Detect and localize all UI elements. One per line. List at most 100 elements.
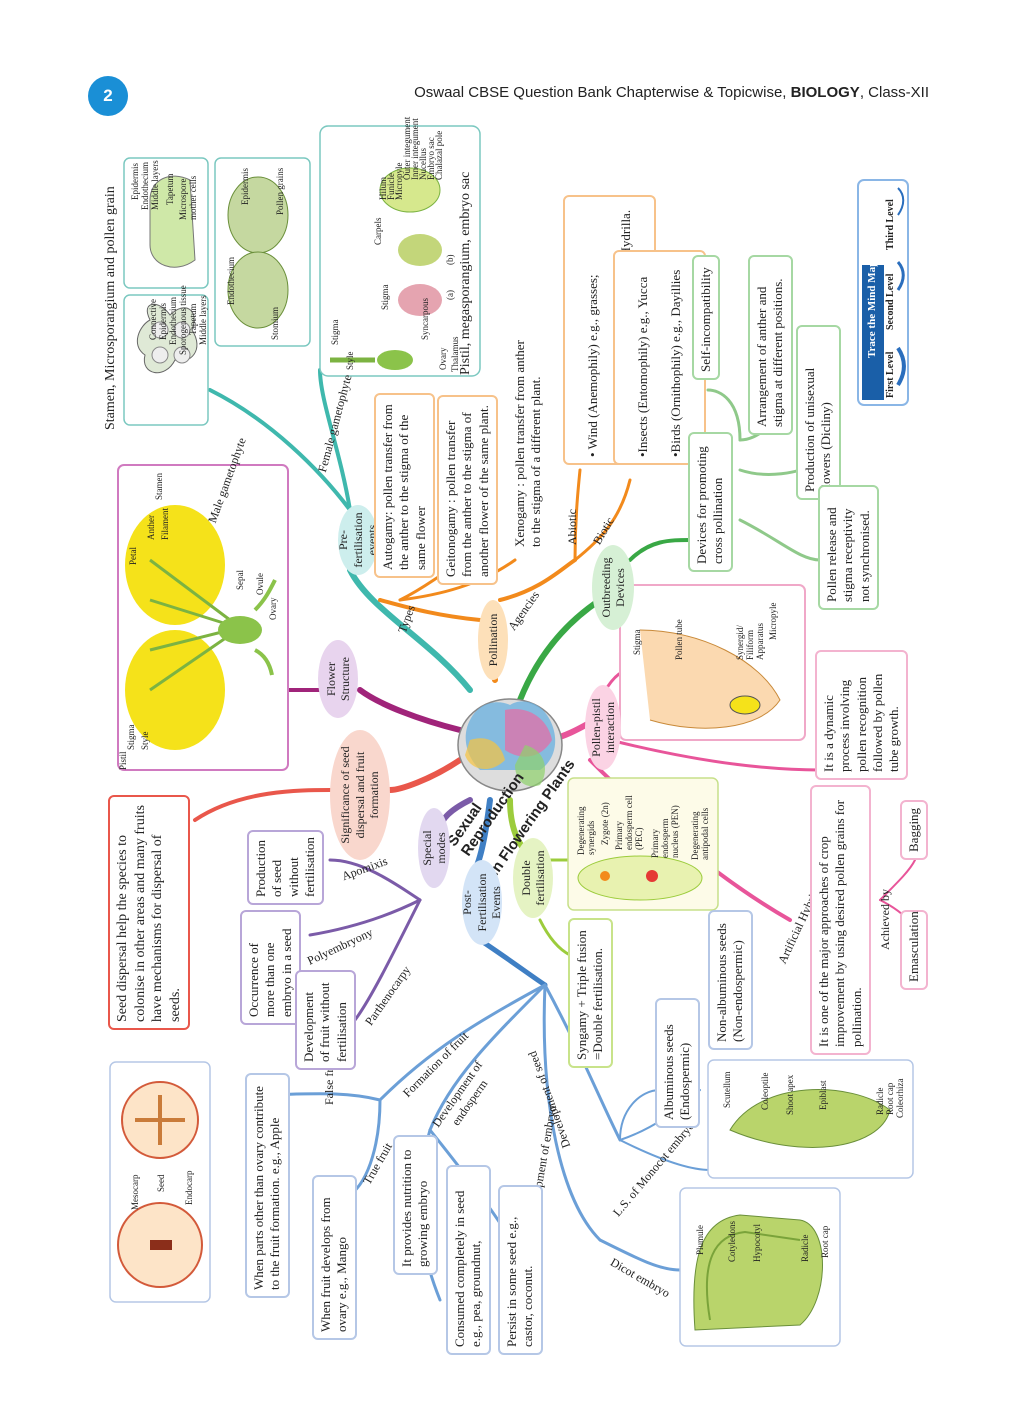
fruit-illustration xyxy=(109,1061,211,1303)
box-albuminous: Albuminous seeds (Endospermic) xyxy=(655,998,700,1128)
box-bagging: Bagging xyxy=(900,800,929,860)
fruit-label-mesocarp: Mesocarp xyxy=(130,1174,140,1211)
pollen-label-endothecium: Endothecium xyxy=(226,257,236,305)
pollen-label-epidermis: Epidermis xyxy=(240,168,250,205)
monocot-label-radicle: Radicle xyxy=(875,1087,885,1116)
pollen-tube-label-stigma: Stigma xyxy=(632,629,642,655)
flower-label-stigma: Stigma xyxy=(126,724,136,750)
flower-label-sepal: Sepal xyxy=(235,570,245,590)
box-artificial-text: It is one of the major approaches of cro… xyxy=(810,785,871,1055)
stamen-title: Stamen, Microsporangium and pollen grain xyxy=(103,186,118,430)
dicot-label-hypocotyl: Hypocotyl xyxy=(752,1224,762,1262)
legend-third-level: Third Level xyxy=(885,199,896,250)
micro-a-label-epidermis: Epidermis xyxy=(130,163,140,200)
flower-label-pistil: Pistil xyxy=(118,751,128,770)
box-seed-dispersal: Seed dispersal help the species to colon… xyxy=(108,795,190,1030)
box-emasculation: Emasculation xyxy=(900,910,929,990)
micro-b-label-tapetum: Tapetum xyxy=(188,303,198,335)
pistil-label-b: (b) xyxy=(445,254,455,266)
micro-b-label-endothecium: Endothecium xyxy=(168,297,178,345)
box-nutrition: It provides nutrition to growing embryo xyxy=(393,1135,438,1275)
node-pollination: Pollination xyxy=(478,600,508,680)
embryo-sac-label-pen: Primary endosperm nucleus (PEN) xyxy=(650,805,680,858)
node-pollen-pistil: Pollen-pistil interaction xyxy=(585,685,621,770)
embryo-sac-label-synergids: Degenerating synergids xyxy=(576,806,596,855)
monocot-label-root-cap: Root cap xyxy=(885,1082,895,1115)
box-devices: Devices for promoting cross pollination xyxy=(688,432,733,572)
legend-first-level: First Level xyxy=(885,351,896,398)
micro-a-label-mother-cells: Microspore mother cells xyxy=(178,175,198,220)
flower-label-style: Style xyxy=(140,731,150,750)
flower-label-petal: Petal xyxy=(128,547,138,565)
box-xenogamy: Xenogamy : pollen transfer from anther t… xyxy=(508,333,549,553)
monocot-label-coleorhiza: Coleorhiza xyxy=(895,1078,905,1119)
box-geitonogamy: Geitonogamy : pollen transfer from the a… xyxy=(437,395,498,585)
pistil-label-carpels: Carpels xyxy=(373,217,383,246)
micro-b-label-middle-layers: Middle layers xyxy=(198,295,208,345)
page-number-badge: 2 xyxy=(88,76,128,116)
node-post-fertilisation: Post- Fertilisation Events xyxy=(460,860,503,945)
box-syngamy: Syngamy + Triple fusion =Double fertilis… xyxy=(568,918,613,1068)
pistil-label-ovary: Ovary xyxy=(438,347,448,371)
pistil-illustration xyxy=(319,125,481,377)
box-persist: Persist in some seed e.g., castor, cocon… xyxy=(498,1185,543,1355)
node-pre-fertilisation: Pre-fertilisation events xyxy=(336,505,379,575)
micro-b-label-epidermis: Epidermis xyxy=(158,303,168,340)
node-outbreeding: Outbreeding Devices xyxy=(592,545,634,630)
box-consumed: Consumed completely in seed e.g., pea, g… xyxy=(446,1165,491,1355)
monocot-label-epiblast: Epiblast xyxy=(818,1080,828,1111)
box-false-fruit: When parts other than ovary contribute t… xyxy=(245,1073,290,1298)
pollen-tube-illustration xyxy=(619,584,806,741)
box-self-incompatibility: Self-incompatibility xyxy=(692,255,721,380)
box-development-fruit: Development of fruit without fertilisati… xyxy=(295,970,356,1070)
embryo-sac-label-antipodal: Degenerating antipodal cells xyxy=(690,807,710,860)
pollen-tube-label-tube: Pollen tube xyxy=(674,619,684,660)
dicot-label-plumule: Plumule xyxy=(695,1224,705,1255)
fruit-label-endocarp: Endocarp xyxy=(184,1170,194,1205)
pollen-grain-illustration xyxy=(214,157,311,347)
monocot-embryo-illustration xyxy=(707,1059,914,1179)
pollen-label-stomium: Stomium xyxy=(270,306,280,340)
pistil-label-style: Style xyxy=(345,351,355,370)
box-arrangement: Arrangement of anther and stigma at diff… xyxy=(748,255,793,435)
flower-label-ovule: Ovule xyxy=(255,573,265,595)
micro-b-label-sporogenous: Sporogenous tissue xyxy=(178,285,188,355)
flower-label-filament: Filament xyxy=(160,508,170,540)
pollen-tube-label-synergid: Synergid/ Filiform Apparatus xyxy=(735,623,765,660)
box-non-albuminous: Non-albuminous seeds (Non-endospermic) xyxy=(708,910,753,1050)
legend-second-level: Second Level xyxy=(885,273,896,330)
box-autogamy: Autogamy: pollen transfer from the anthe… xyxy=(374,393,435,578)
brain-illustration xyxy=(457,698,563,792)
pistil-label-syncarpous: Syncarpous xyxy=(420,298,430,340)
embryo-sac-label-pec: Primary endosperm cell (PEC) xyxy=(614,795,644,850)
dicot-label-cotyledons: Cotyledons xyxy=(727,1220,737,1262)
pistil-label-thalamus: Thalamus xyxy=(450,336,460,373)
flower-label-stamen: Stamen xyxy=(154,473,164,500)
monocot-label-shoot-apex: Shoot apex xyxy=(785,1074,795,1115)
micro-a-label-middle-layers: Middle layers xyxy=(150,160,160,210)
pistil-label-a: (a) xyxy=(445,290,455,300)
page-header: Oswaal CBSE Question Bank Chapterwise & … xyxy=(414,84,929,101)
box-unisexual: Production of unisexual flowers (Dicliny… xyxy=(796,325,841,500)
pollen-tube-label-micropyle: Micropyle xyxy=(768,602,778,641)
dicot-embryo-illustration xyxy=(679,1187,841,1347)
node-double-fertilisation: Double fertilisation xyxy=(513,838,553,918)
pistil-label-stigma: Stigma xyxy=(330,319,340,345)
pollen-label-grains: Pollen grains xyxy=(275,167,285,215)
monocot-label-coleoptile: Coleoptile xyxy=(760,1072,770,1111)
microsporangium-illustration xyxy=(123,157,209,426)
monocot-label-scutellum: Scutellum xyxy=(722,1071,732,1109)
pistil-title: Pistil, megasporangium, embryo sac xyxy=(458,171,473,375)
box-pollen-release: Pollen release and stigma receptivity no… xyxy=(818,485,879,610)
embryo-sac-illustration xyxy=(567,777,719,911)
flower-label-ovary: Ovary xyxy=(268,597,278,621)
flower-label-anther: Anther xyxy=(146,515,156,540)
box-production-seed: Production of seed without fertilisation xyxy=(247,830,324,905)
micro-a-label-endothecium: Endothecium xyxy=(140,162,150,210)
box-dynamic-process: It is a dynamic process involving pollen… xyxy=(815,650,909,780)
micro-a-label-tapetum: Tapetum xyxy=(165,173,175,205)
flower-illustration xyxy=(117,464,289,771)
dicot-label-radicle: Radicle xyxy=(800,1234,810,1263)
legend-title: Trace the Mind Map xyxy=(866,260,878,358)
